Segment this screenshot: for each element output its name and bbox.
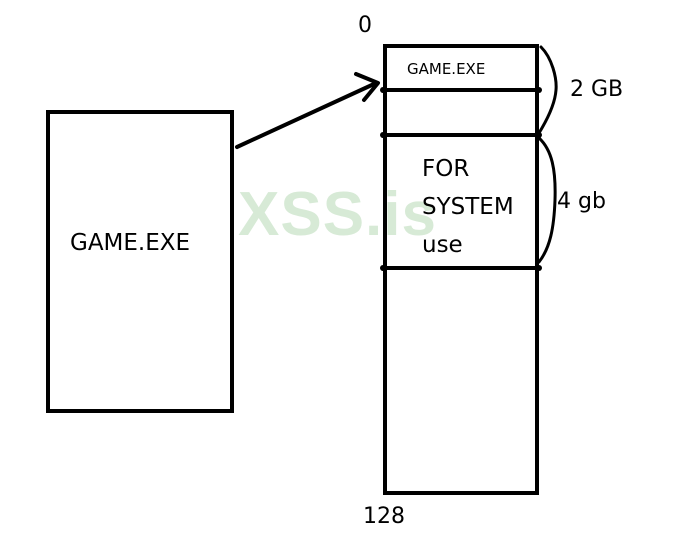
program-box-label: GAME.EXE — [70, 230, 191, 256]
divider-dot — [380, 265, 386, 271]
load-arrow — [235, 82, 376, 149]
brace-label-2gb: 2 GB — [570, 77, 624, 102]
divider-dot — [536, 132, 542, 138]
program-box — [46, 110, 234, 413]
brace-upper — [537, 45, 558, 135]
divider-dot — [380, 87, 386, 93]
memory-bottom-address: 128 — [363, 504, 405, 529]
divider-dot — [536, 87, 542, 93]
segment-label-system-line-1: FOR — [422, 156, 470, 182]
divider-dot — [536, 265, 542, 271]
segment-label-system-line-3: use — [422, 232, 463, 258]
load-arrow-head — [354, 72, 380, 102]
segment-label-system-line-2: SYSTEM — [422, 194, 514, 220]
divider-dot — [380, 132, 386, 138]
segment-label-game: GAME.EXE — [407, 60, 486, 78]
watermark: XSS.is — [238, 180, 437, 249]
brace-label-4gb: 4 gb — [557, 189, 606, 214]
brace-lower — [537, 136, 557, 264]
memory-top-address: 0 — [358, 13, 372, 38]
